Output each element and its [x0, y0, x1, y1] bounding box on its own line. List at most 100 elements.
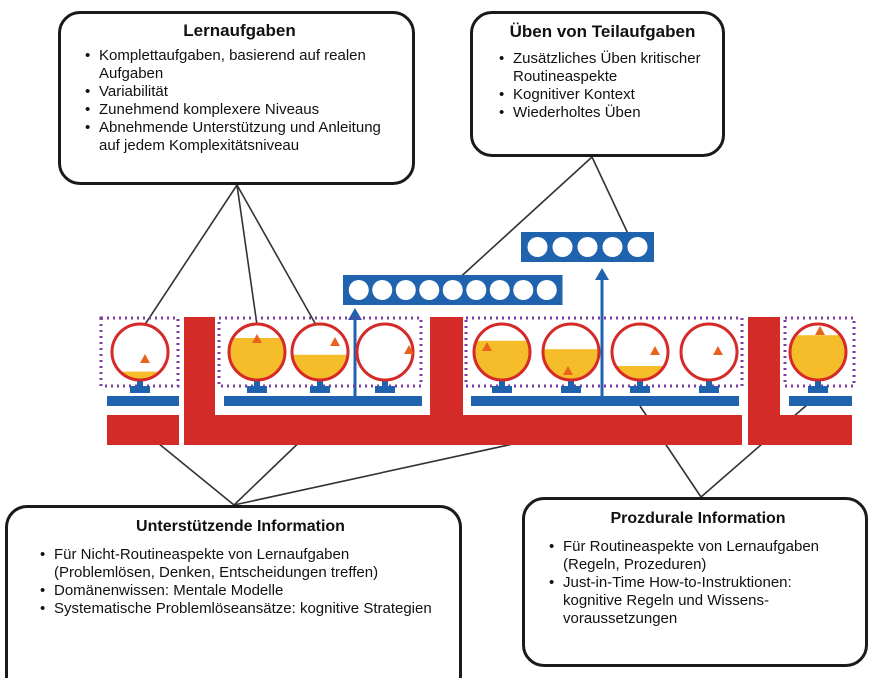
box-title: Unterstützende Information: [136, 518, 345, 535]
task-circle: [110, 322, 170, 393]
task-circle: [679, 322, 739, 393]
unterstuetzende-information-box: Unterstützende Information Für Nicht-Rou…: [5, 505, 462, 678]
task-triangle-marker: [252, 334, 262, 343]
task-circle: [541, 322, 601, 393]
connector-line: [591, 156, 631, 239]
task-stand: [561, 386, 581, 393]
blue-rail: [107, 396, 179, 406]
task-circle-outline: [679, 322, 739, 382]
task-circle: [355, 322, 415, 393]
task-stem: [254, 378, 260, 390]
task-triangle-marker: [650, 346, 660, 355]
task-fill-level: [543, 349, 599, 380]
task-triangle-marker: [404, 345, 414, 354]
task-circle-outline: [610, 322, 670, 382]
task-stand: [492, 386, 512, 393]
task-circle: [227, 322, 287, 393]
task-stem: [568, 378, 574, 390]
task-circle: [610, 322, 670, 393]
task-class-groups: [99, 316, 856, 388]
task-circle-outline: [227, 322, 287, 382]
box-list: Zusätzliches Üben kritischer Routineaspe…: [495, 50, 710, 122]
task-fill-level: [474, 340, 530, 380]
list-item: Systematische Problemlöseansätze: kognit…: [36, 600, 445, 618]
practice-dot: [372, 280, 393, 300]
task-fill-level: [112, 371, 168, 380]
task-stand: [130, 386, 150, 393]
task-class-group: [217, 316, 423, 388]
box-list: Für Routineaspekte von Lernaufgaben (Reg…: [545, 538, 851, 628]
task-circle-outline: [110, 322, 170, 382]
task-circle-outline: [788, 322, 848, 382]
task-triangle-marker: [815, 326, 825, 335]
practice-dot: [552, 237, 573, 257]
task-triangle-marker: [713, 346, 723, 355]
task-circle: [290, 322, 350, 393]
task-stand: [630, 386, 650, 393]
blue-rail: [224, 396, 422, 406]
supportive-information-bars: [107, 317, 852, 445]
part-task-practice-bar-lower: [343, 275, 563, 305]
connector-line: [236, 184, 259, 333]
list-item: Abnehmende Unterstützung und Anleitung a…: [81, 119, 398, 155]
prozedurale-information-box: Prozdurale Information Für Routineaspekt…: [522, 497, 868, 667]
connector-line: [454, 156, 593, 283]
red-l-shape: [184, 317, 430, 445]
list-item: Zunehmend komplexere Niveaus: [81, 101, 398, 119]
task-class-group: [783, 316, 856, 388]
practice-dot: [348, 280, 369, 300]
box-title: Lernaufgaben: [183, 21, 296, 40]
task-stem: [706, 378, 712, 390]
task-fill-level: [790, 335, 846, 380]
list-item: Für Routineaspekte von Lernaufgaben (Reg…: [545, 538, 851, 574]
list-item: Variabilität: [81, 83, 398, 101]
task-stand: [247, 386, 267, 393]
connector-line: [139, 184, 238, 333]
task-circle-body: [112, 324, 168, 380]
task-stand: [310, 386, 330, 393]
task-stem: [637, 378, 643, 390]
list-item: Komplettaufgaben, basierend auf realen A…: [81, 47, 398, 83]
practice-dot: [527, 237, 548, 257]
task-circle: [788, 322, 848, 393]
task-triangle-marker: [140, 354, 150, 363]
practice-dot: [419, 280, 440, 300]
task-fill-level: [229, 338, 285, 380]
list-item: Just-in-Time How-to-Instruktionen: kogni…: [545, 574, 851, 628]
task-circle: [472, 322, 532, 393]
task-triangle-marker: [330, 337, 340, 346]
practice-dot: [627, 237, 648, 257]
task-triangle-marker: [482, 342, 492, 351]
practice-dot: [442, 280, 463, 300]
task-stem: [382, 378, 388, 390]
task-circle-outline: [472, 322, 532, 382]
practice-dot: [489, 280, 510, 300]
part-task-practice-bar-upper: [521, 232, 654, 262]
blue-rail: [789, 396, 852, 406]
list-item: Für Nicht-Routineaspekte von Lernaufgabe…: [36, 546, 445, 582]
list-item: Wiederholtes Üben: [495, 104, 710, 122]
task-circle-outline: [541, 322, 601, 382]
practice-dot: [577, 237, 598, 257]
task-stand: [808, 386, 828, 393]
box-list: Komplettaufgaben, basierend auf realen A…: [81, 47, 398, 155]
practice-dot: [602, 237, 623, 257]
learning-task-circles: [110, 322, 848, 393]
practice-dot: [536, 280, 557, 300]
red-l-shape: [430, 317, 742, 445]
task-stem: [499, 378, 505, 390]
task-stem: [317, 378, 323, 390]
lernaufgaben-box: Lernaufgaben Komplettaufgaben, basierend…: [58, 11, 415, 185]
list-item: Zusätzliches Üben kritischer Routineaspe…: [495, 50, 710, 86]
task-class-group: [464, 316, 744, 388]
procedural-rails: [107, 396, 852, 406]
box-list: Für Nicht-Routineaspekte von Lernaufgabe…: [36, 546, 445, 618]
practice-dot: [395, 280, 416, 300]
arrow-head: [595, 268, 609, 280]
task-circle-outline: [355, 322, 415, 382]
task-circle-body: [357, 324, 413, 380]
red-l-shape: [748, 317, 852, 445]
practice-dot: [513, 280, 534, 300]
connector-line: [236, 184, 321, 333]
